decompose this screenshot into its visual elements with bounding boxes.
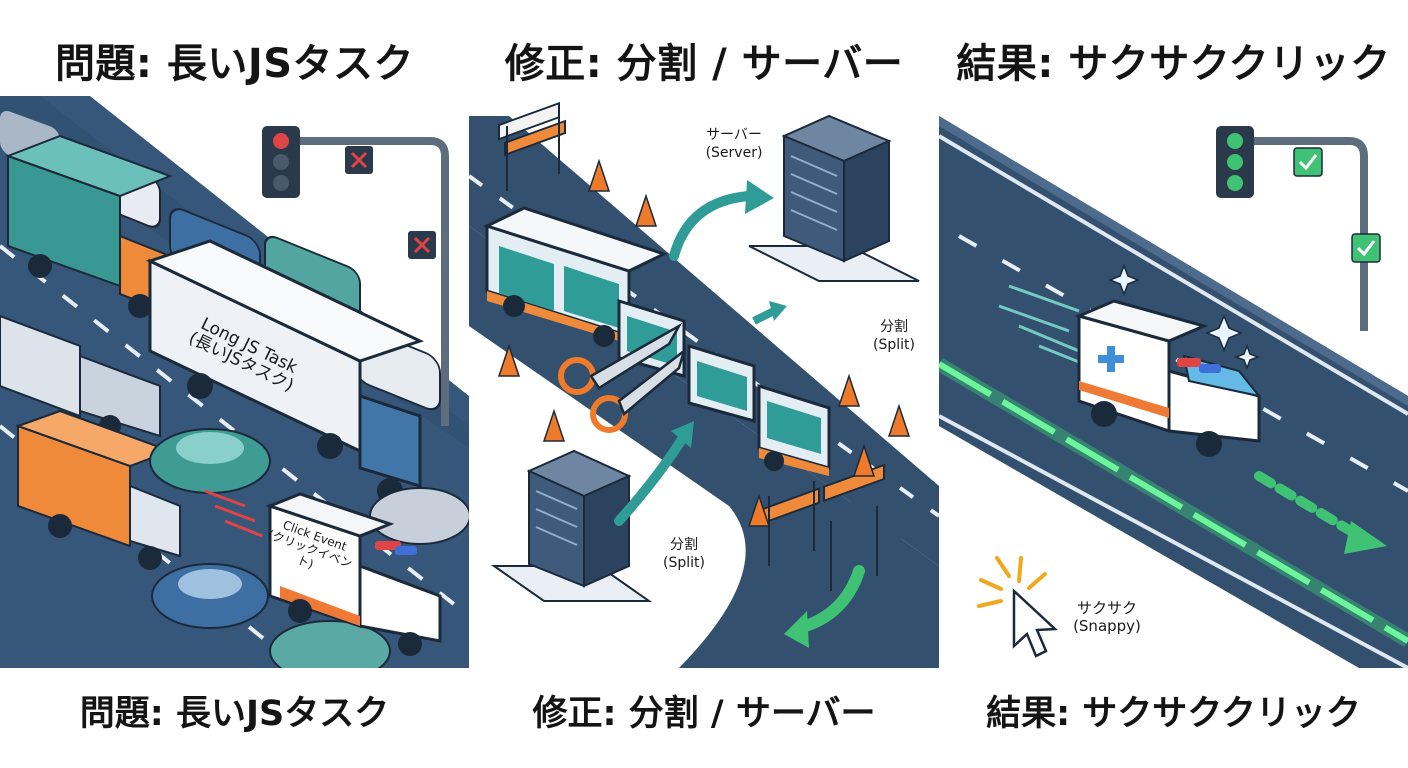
truck-chunk-2: [687, 343, 756, 423]
mouse-cursor-icon: [1012, 588, 1059, 658]
panel3-title: 結果: サクサククリック: [956, 41, 1391, 87]
long-js-task-truck: [145, 239, 425, 504]
panel2-caption: 修正: 分割 / サーバー: [532, 694, 876, 734]
scissors-icon: [558, 322, 687, 433]
ambulance-moving: [1074, 299, 1262, 457]
server-top: [748, 114, 920, 282]
traffic-light-green: [1216, 126, 1381, 331]
traffic-jam-illustration: [0, 96, 469, 668]
traffic-light-red: [262, 126, 449, 426]
traffic-cones: [497, 158, 911, 527]
split-label-right: 分割 (Split): [873, 319, 915, 353]
panel-problem: Long JS Task (長いJSタスク) Click Event (クリック…: [0, 96, 469, 668]
clear-road-illustration: [939, 96, 1408, 668]
arrow-up-teal: [614, 431, 689, 526]
truck-teal: [5, 134, 173, 318]
medical-cross-icon: [1098, 346, 1124, 372]
click-event-ambulance: [265, 492, 442, 656]
car-teal-2: [149, 428, 271, 494]
server-bottom: [490, 449, 653, 602]
arrow-head-server: [745, 180, 774, 214]
click-burst-icon: [977, 556, 1047, 608]
server-label: サーバー (Server): [705, 127, 763, 161]
blocked-motion-lines: [204, 489, 263, 538]
car-blue-2: [151, 563, 269, 629]
panel1-title: 問題: 長いJSタスク: [54, 41, 415, 87]
arrow-exit-head: [784, 611, 809, 648]
panel3-caption: 結果: サクサククリック: [986, 694, 1361, 734]
fast-lane-glow: [939, 357, 1408, 648]
car-teal-3: [269, 620, 391, 668]
split-label-bottom: 分割 (Split): [663, 537, 705, 571]
truck-cab: [757, 383, 831, 476]
panel-fix: サーバー (Server) 分割 (Split) 分割 (Split): [469, 96, 939, 668]
car-grey-2: [369, 487, 469, 545]
truck-white: [0, 314, 161, 438]
panel-result: サクサク (Snappy): [939, 96, 1408, 668]
panel1-caption: 問題: 長いJSタスク: [79, 694, 390, 734]
forward-arrow: [1254, 471, 1364, 541]
sparkle-icons: [1107, 263, 1261, 371]
split-server-illustration: [469, 101, 939, 668]
panel2-title: 修正: 分割 / サーバー: [504, 41, 904, 87]
arrow-small-teal: [752, 307, 776, 325]
truck-orange: [15, 409, 181, 570]
barrier-1: [498, 101, 566, 191]
arrow-to-server: [669, 191, 754, 261]
snappy-label: サクサク (Snappy): [1073, 599, 1141, 635]
